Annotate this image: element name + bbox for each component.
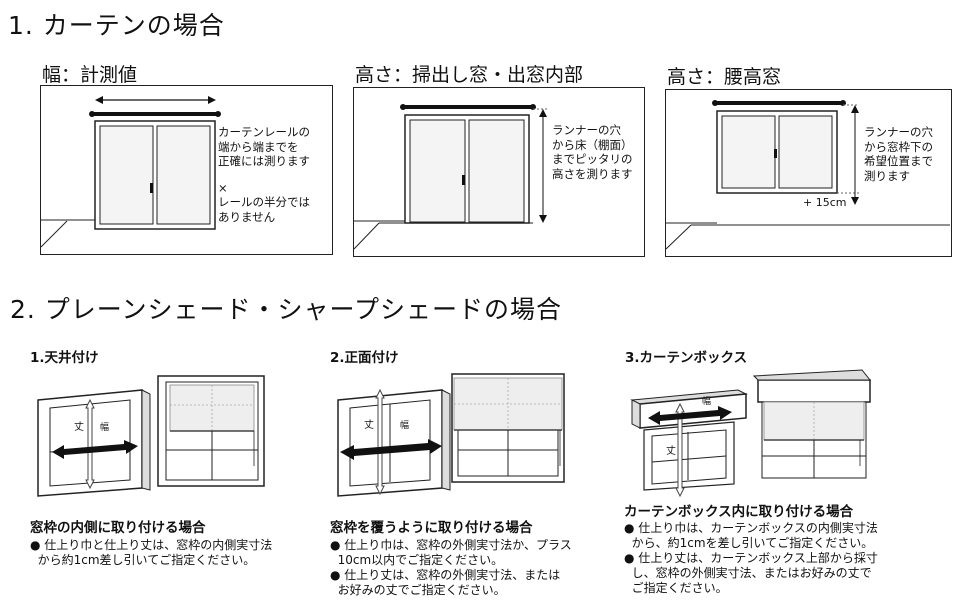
section1-title: 1. カーテンの場合 xyxy=(8,11,225,40)
height-panel-1-note: ランナーの穴 から床（棚面） までピッタリの 高さを測ります xyxy=(552,123,633,181)
svg-text:丈: 丈 xyxy=(666,445,676,457)
svg-text:幅: 幅 xyxy=(100,421,109,433)
width-panel-note: カーテンレールの 端から端までを 正確には測ります xyxy=(218,125,310,168)
case3-caption: カーテンボックス内に取り付ける場合 xyxy=(624,504,854,520)
case2-caption: 窓枠を覆うように取り付ける場合 xyxy=(330,520,533,536)
case2-bullet: ● 仕上り巾は、窓枠の外側実寸法か、プラス 10cm以内でご指定ください。 xyxy=(330,538,572,567)
svg-text:幅: 幅 xyxy=(400,419,409,431)
case2-label: 2.正面付け xyxy=(330,350,399,366)
case2-bullets: ● 仕上り巾は、窓枠の外側実寸法か、プラス 10cm以内でご指定ください。 ● … xyxy=(330,538,572,598)
svg-text:丈: 丈 xyxy=(364,419,374,431)
height-panel-2-title: 高さ：腰高窓 xyxy=(667,66,782,88)
case3-illustration: 丈 幅 xyxy=(630,369,872,498)
case1-label: 1.天井付け xyxy=(30,350,99,366)
case3-bullet: ● 仕上り丈は、カーテンボックス上部から採寸 し、窓枠の外側実寸法、またはお好み… xyxy=(624,551,878,595)
case3-bullets: ● 仕上り巾は、カーテンボックスの内側実寸法 から、約1cmを差し引いてご指定く… xyxy=(624,521,878,596)
height-panel-1-illustration xyxy=(353,104,549,250)
case3-bullet: ● 仕上り巾は、カーテンボックスの内側実寸法 から、約1cmを差し引いてご指定く… xyxy=(624,521,878,550)
case1-bullet: ● 仕上り巾と仕上り丈は、窓枠の内側実寸法 から約1cm差し引いてご指定ください… xyxy=(30,538,273,567)
case2-bullet: ● 仕上り丈は、窓枠の外側実寸法、または お好みの丈でご指定ください。 xyxy=(330,568,561,597)
svg-text:幅: 幅 xyxy=(702,395,711,407)
section2-title: 2. プレーンシェード・シャープシェードの場合 xyxy=(10,295,563,324)
width-panel-note2: レールの半分では ありません xyxy=(218,195,310,224)
height-panel-2-extra: + 15cm xyxy=(803,196,847,209)
height-panel-1-title: 高さ：掃出し窓・出窓内部 xyxy=(355,64,584,86)
case1-illustration: 丈 幅 xyxy=(37,375,265,497)
case3-label: 3.カーテンボックス xyxy=(625,350,748,366)
case2-illustration: 丈 幅 xyxy=(337,373,565,497)
svg-text:丈: 丈 xyxy=(74,421,84,433)
width-panel-illustration xyxy=(40,96,221,248)
width-panel-cross: × xyxy=(218,181,228,195)
width-panel-title: 幅：計測値 xyxy=(42,64,138,86)
height-panel-2-note: ランナーの穴 から窓枠下の 希望位置まで 測ります xyxy=(864,125,933,183)
case1-caption: 窓枠の内側に取り付ける場合 xyxy=(30,520,206,536)
height-panel-2-illustration xyxy=(665,100,950,250)
case1-bullets: ● 仕上り巾と仕上り丈は、窓枠の内側実寸法 から約1cm差し引いてご指定ください… xyxy=(30,538,272,568)
